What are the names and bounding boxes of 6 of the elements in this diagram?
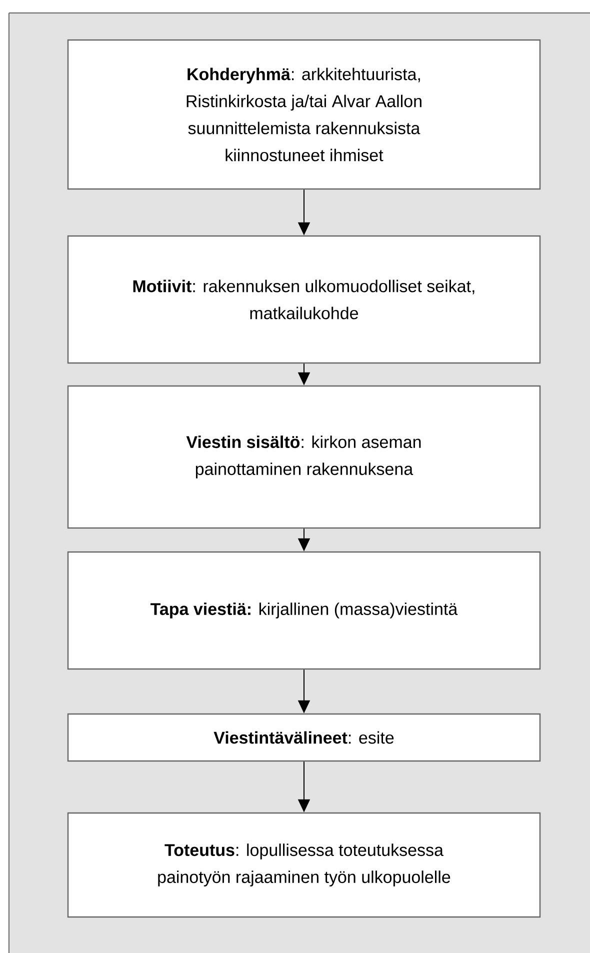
- process-box: Motiivit: rakennuksen ulkomuodolliset seikat, matkailukohde: [67, 235, 541, 364]
- process-box: Toteutus: lopullisessa toteutuksessa painotyön rajaaminen työn ulkopuolelle: [67, 812, 541, 918]
- process-box: Viestin sisältö: kirkon aseman painottaminen rakennuksena: [67, 385, 541, 529]
- process-box: Viestintävälineet: esite: [67, 713, 541, 762]
- process-box: Tapa viestiä: kirjallinen (massa)viestintä: [67, 551, 541, 670]
- process-box: Kohderyhmä: arkkitehtuurista, Ristinkirkosta ja/tai Alvar Aallon suunnittelemista rakennuksista kiinnostuneet ihmiset: [67, 39, 541, 190]
